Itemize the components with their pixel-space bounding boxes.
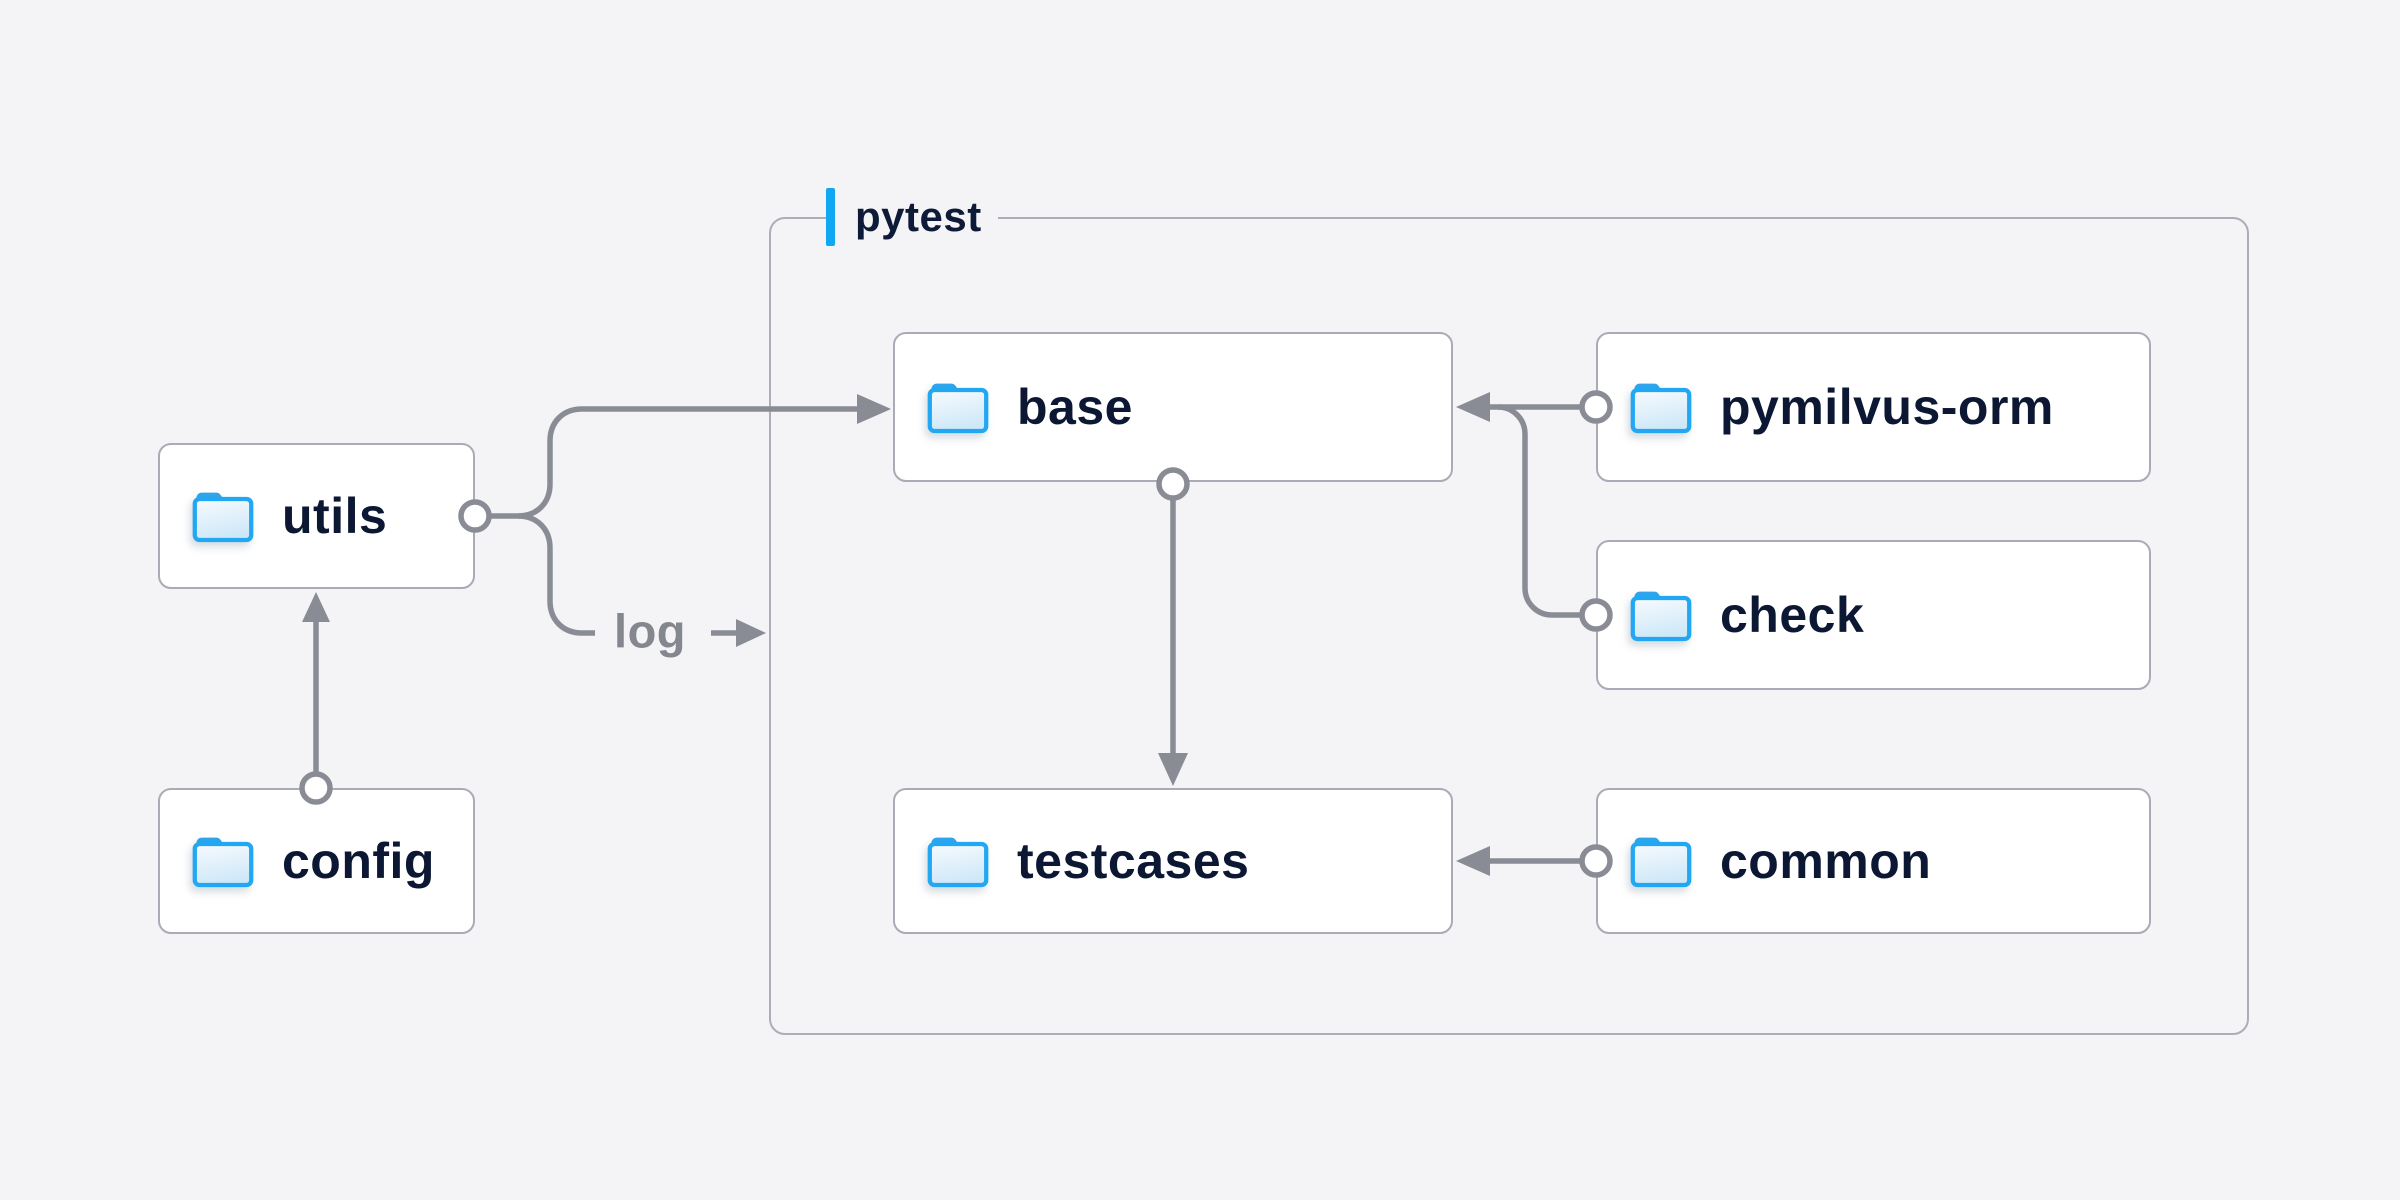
node-common[interactable]: common — [1596, 788, 2151, 934]
folder-icon — [192, 490, 254, 543]
arrowhead-right-group — [736, 619, 766, 647]
node-label: check — [1720, 587, 1865, 643]
folder-icon — [1630, 381, 1692, 434]
folder-icon — [1630, 589, 1692, 642]
edge-label-log: log — [614, 604, 686, 658]
pytest-group-label: pytest — [826, 186, 998, 248]
node-label: utils — [282, 488, 388, 544]
group-title: pytest — [855, 193, 982, 240]
node-utils[interactable]: utils — [158, 443, 475, 589]
folder-icon — [1630, 835, 1692, 888]
node-label: pymilvus-orm — [1720, 379, 2054, 435]
node-config[interactable]: config — [158, 788, 475, 934]
pytest-group-frame — [769, 217, 2249, 1035]
edge-utils-log — [517, 513, 595, 636]
arrowhead-up-utils — [302, 592, 330, 622]
folder-icon — [192, 835, 254, 888]
node-label: common — [1720, 833, 1932, 889]
node-label: base — [1017, 379, 1133, 435]
accent-bar — [826, 188, 835, 246]
folder-icon — [927, 835, 989, 888]
node-testcases[interactable]: testcases — [893, 788, 1453, 934]
node-pymilvus-orm[interactable]: pymilvus-orm — [1596, 332, 2151, 482]
node-check[interactable]: check — [1596, 540, 2151, 690]
folder-icon — [927, 381, 989, 434]
node-label: config — [282, 833, 435, 889]
node-label: testcases — [1017, 833, 1250, 889]
node-base[interactable]: base — [893, 332, 1453, 482]
